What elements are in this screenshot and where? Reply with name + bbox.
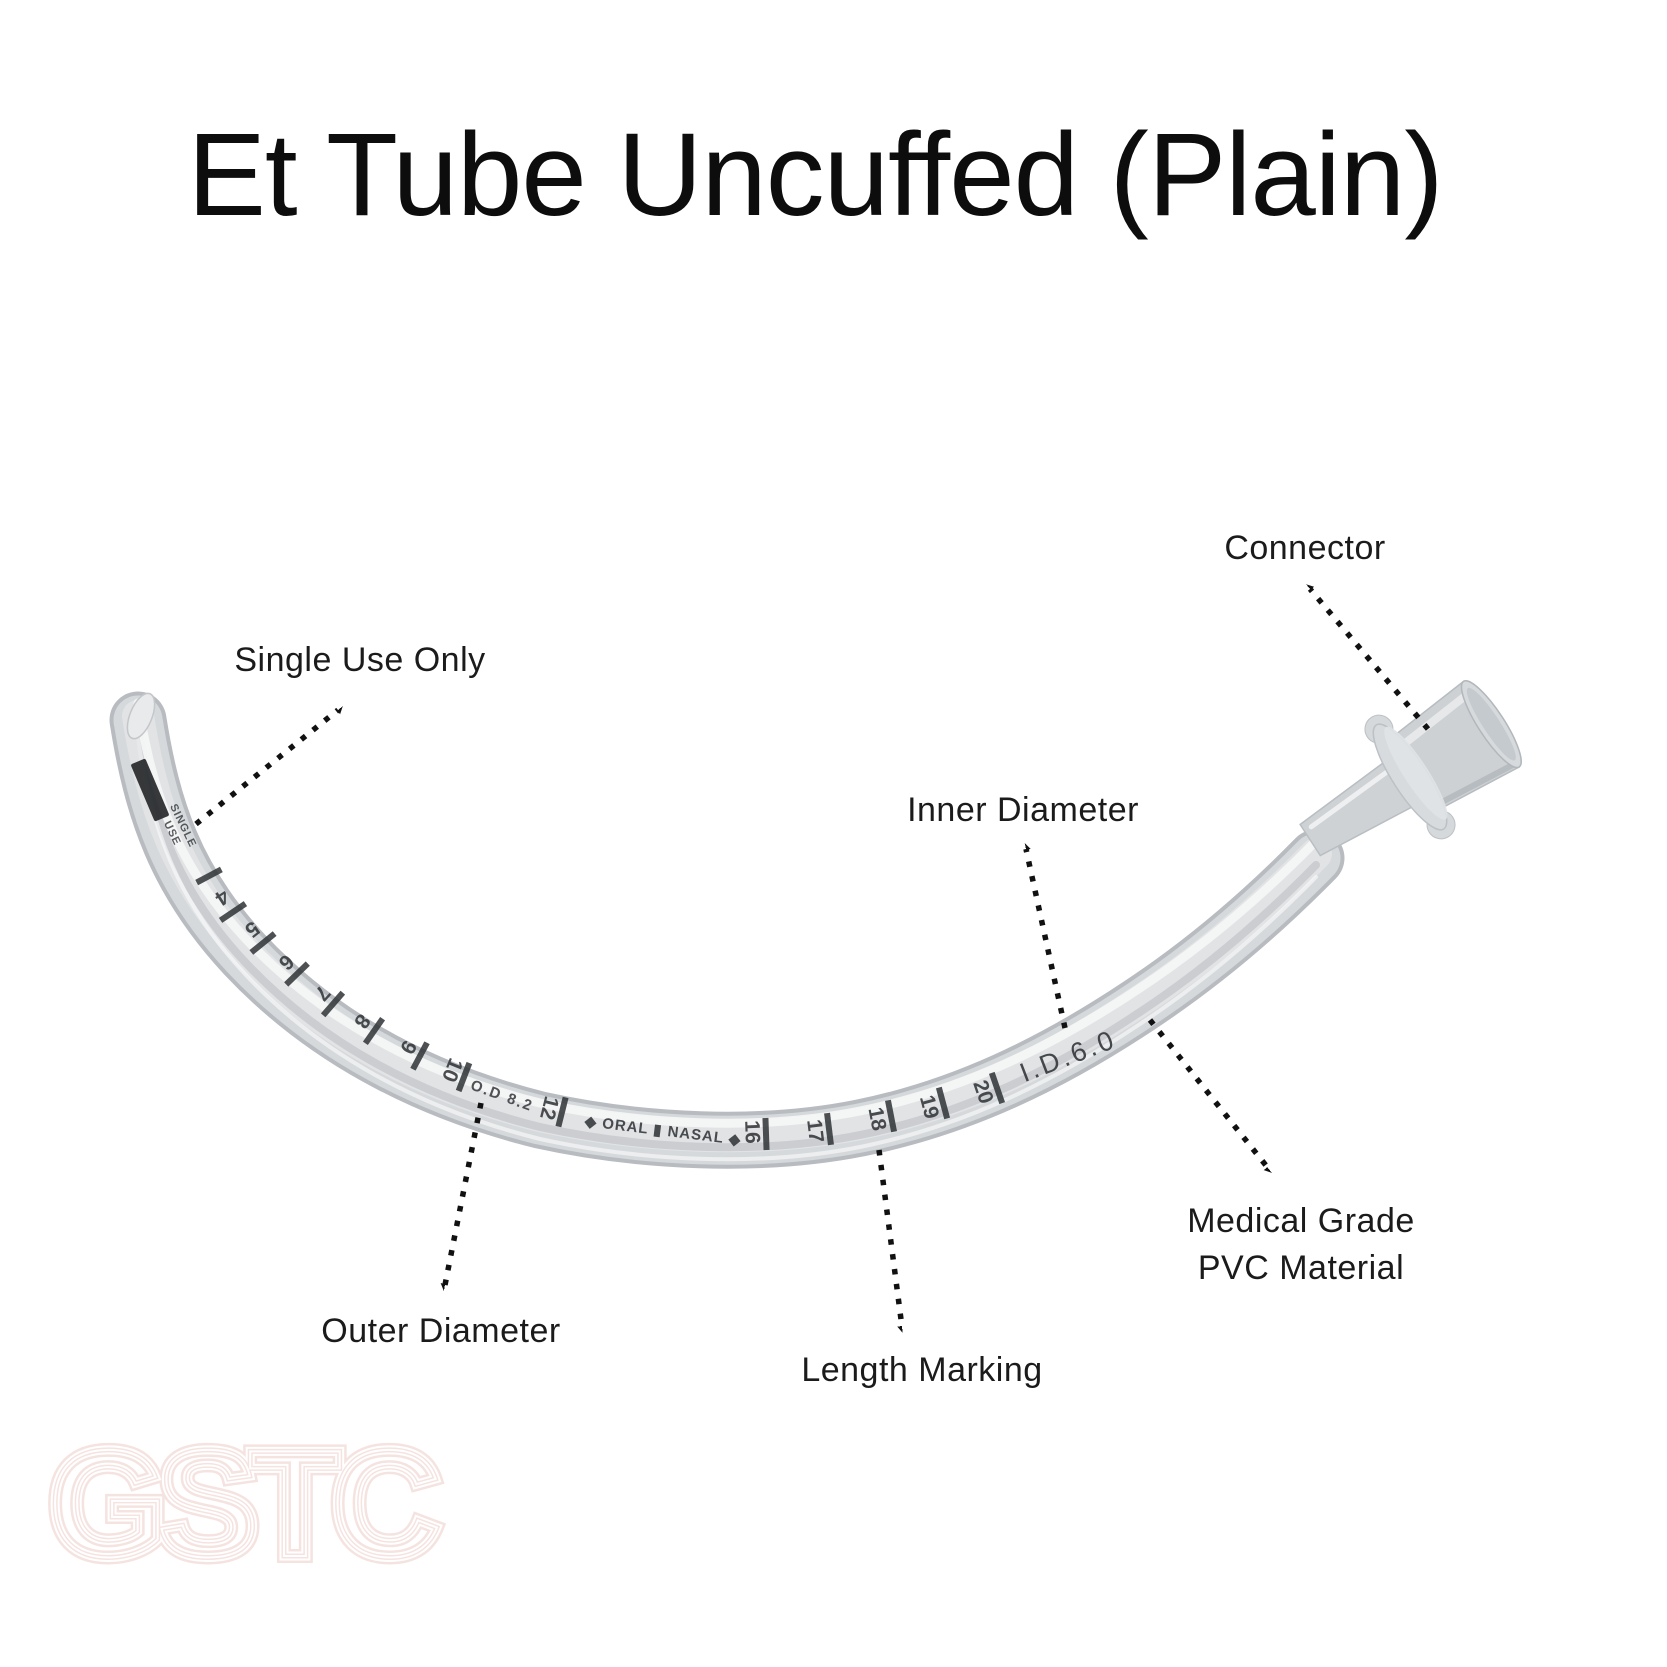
tube-lumen-shade — [134, 723, 1320, 1152]
label-medical-grade-line2: PVC Material — [1198, 1249, 1404, 1287]
arrow-inner-diameter — [1026, 849, 1068, 1029]
depth-number: 16 — [740, 1120, 764, 1144]
tube-tip-bevel — [126, 692, 156, 740]
connector-mouth-opening — [1466, 687, 1516, 761]
tick-mark — [935, 1086, 951, 1120]
label-single-use: Single Use Only — [234, 641, 485, 679]
connector-barrel-highlight — [1400, 691, 1471, 748]
arrow-medical-grade — [1147, 1018, 1268, 1168]
connector-shaft-highlight — [1308, 766, 1394, 830]
connector-assembly — [1299, 680, 1522, 857]
tube-bottom-highlight — [136, 737, 1318, 1162]
tick-mark — [988, 1071, 1006, 1105]
watermark-logo-layer: GSTC — [49, 1419, 437, 1589]
label-connector: Connector — [1224, 529, 1385, 567]
tube-surface — [113, 695, 1341, 1165]
tube-outer-edge — [109, 691, 1345, 1169]
watermark-logo-layer: GSTC — [49, 1419, 437, 1589]
label-outer-diameter: Outer Diameter — [321, 1312, 560, 1350]
label-length-marking: Length Marking — [801, 1351, 1042, 1389]
tick-mark — [218, 901, 248, 923]
tube-inner-light — [122, 700, 1332, 1153]
watermark-logo: GSTC GSTC GSTC GSTC — [42, 1412, 454, 1596]
watermark-logo-layer: GSTC — [49, 1419, 437, 1589]
tick-mark — [320, 990, 346, 1018]
tick-mark — [455, 1061, 473, 1093]
tick-mark — [824, 1112, 834, 1146]
depth-number: 12 — [535, 1094, 563, 1122]
annotation-labels: Single Use Only Connector Inner Diameter… — [234, 529, 1414, 1389]
tick-mark — [410, 1041, 430, 1071]
length-tick-marks — [195, 866, 1006, 1151]
tick-mark — [555, 1096, 569, 1128]
tick-mark — [195, 866, 223, 886]
depth-number: 17 — [802, 1118, 828, 1144]
tick-mark — [249, 931, 277, 955]
arrow-outer-diameter — [445, 1102, 484, 1285]
tick-mark — [362, 1016, 386, 1046]
watermark-logo-layer: GSTC — [49, 1419, 437, 1589]
annotation-arrows — [194, 589, 1431, 1327]
label-medical-grade-line1: Medical Grade — [1187, 1202, 1415, 1240]
label-inner-diameter: Inner Diameter — [907, 791, 1139, 829]
arrow-single-use — [194, 710, 338, 827]
tick-mark — [284, 961, 310, 987]
connector-flange-face — [1384, 726, 1448, 820]
tube-body — [109, 691, 1345, 1169]
tick-mark — [885, 1099, 897, 1133]
page-title: Et Tube Uncuffed (Plain) — [188, 109, 1443, 241]
arrow-length-marking — [876, 1149, 902, 1327]
tick-mark — [762, 1117, 770, 1151]
tube-top-highlight — [133, 698, 1321, 1128]
depth-number: 18 — [863, 1105, 890, 1133]
radiopaque-stripe — [131, 758, 169, 822]
connector-barrel-shadow — [1436, 761, 1517, 808]
arrow-connector — [1310, 589, 1431, 731]
